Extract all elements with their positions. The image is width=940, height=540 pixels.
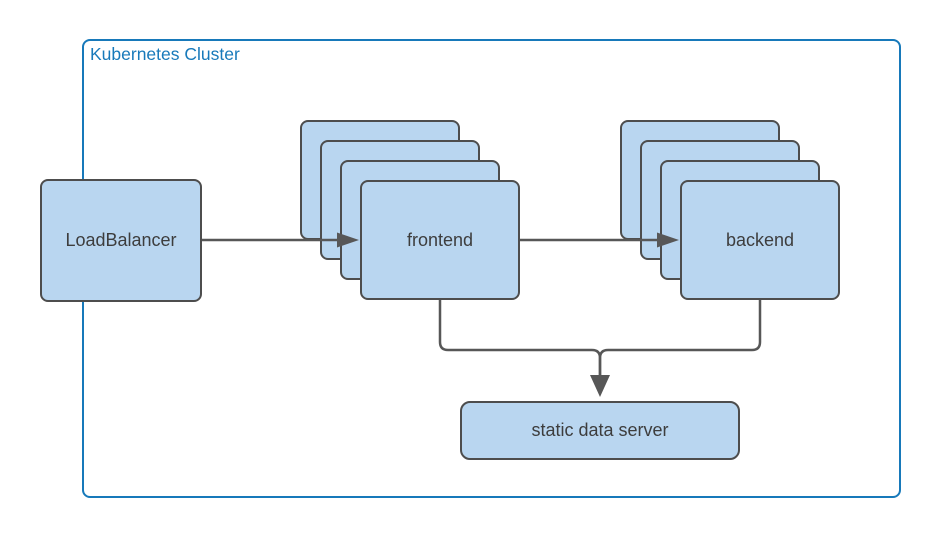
load-balancer-label: LoadBalancer bbox=[65, 230, 177, 250]
node-backend: backend bbox=[680, 180, 840, 300]
backend-label: backend bbox=[725, 229, 795, 250]
node-static-data-server: static data server bbox=[460, 401, 740, 460]
cluster-label: Kubernetes Cluster bbox=[90, 44, 240, 64]
node-load-balancer: LoadBalancer bbox=[40, 179, 202, 302]
static-data-server-label: static data server bbox=[531, 420, 669, 440]
node-frontend: frontend bbox=[360, 180, 520, 300]
frontend-label: frontend bbox=[406, 229, 474, 250]
